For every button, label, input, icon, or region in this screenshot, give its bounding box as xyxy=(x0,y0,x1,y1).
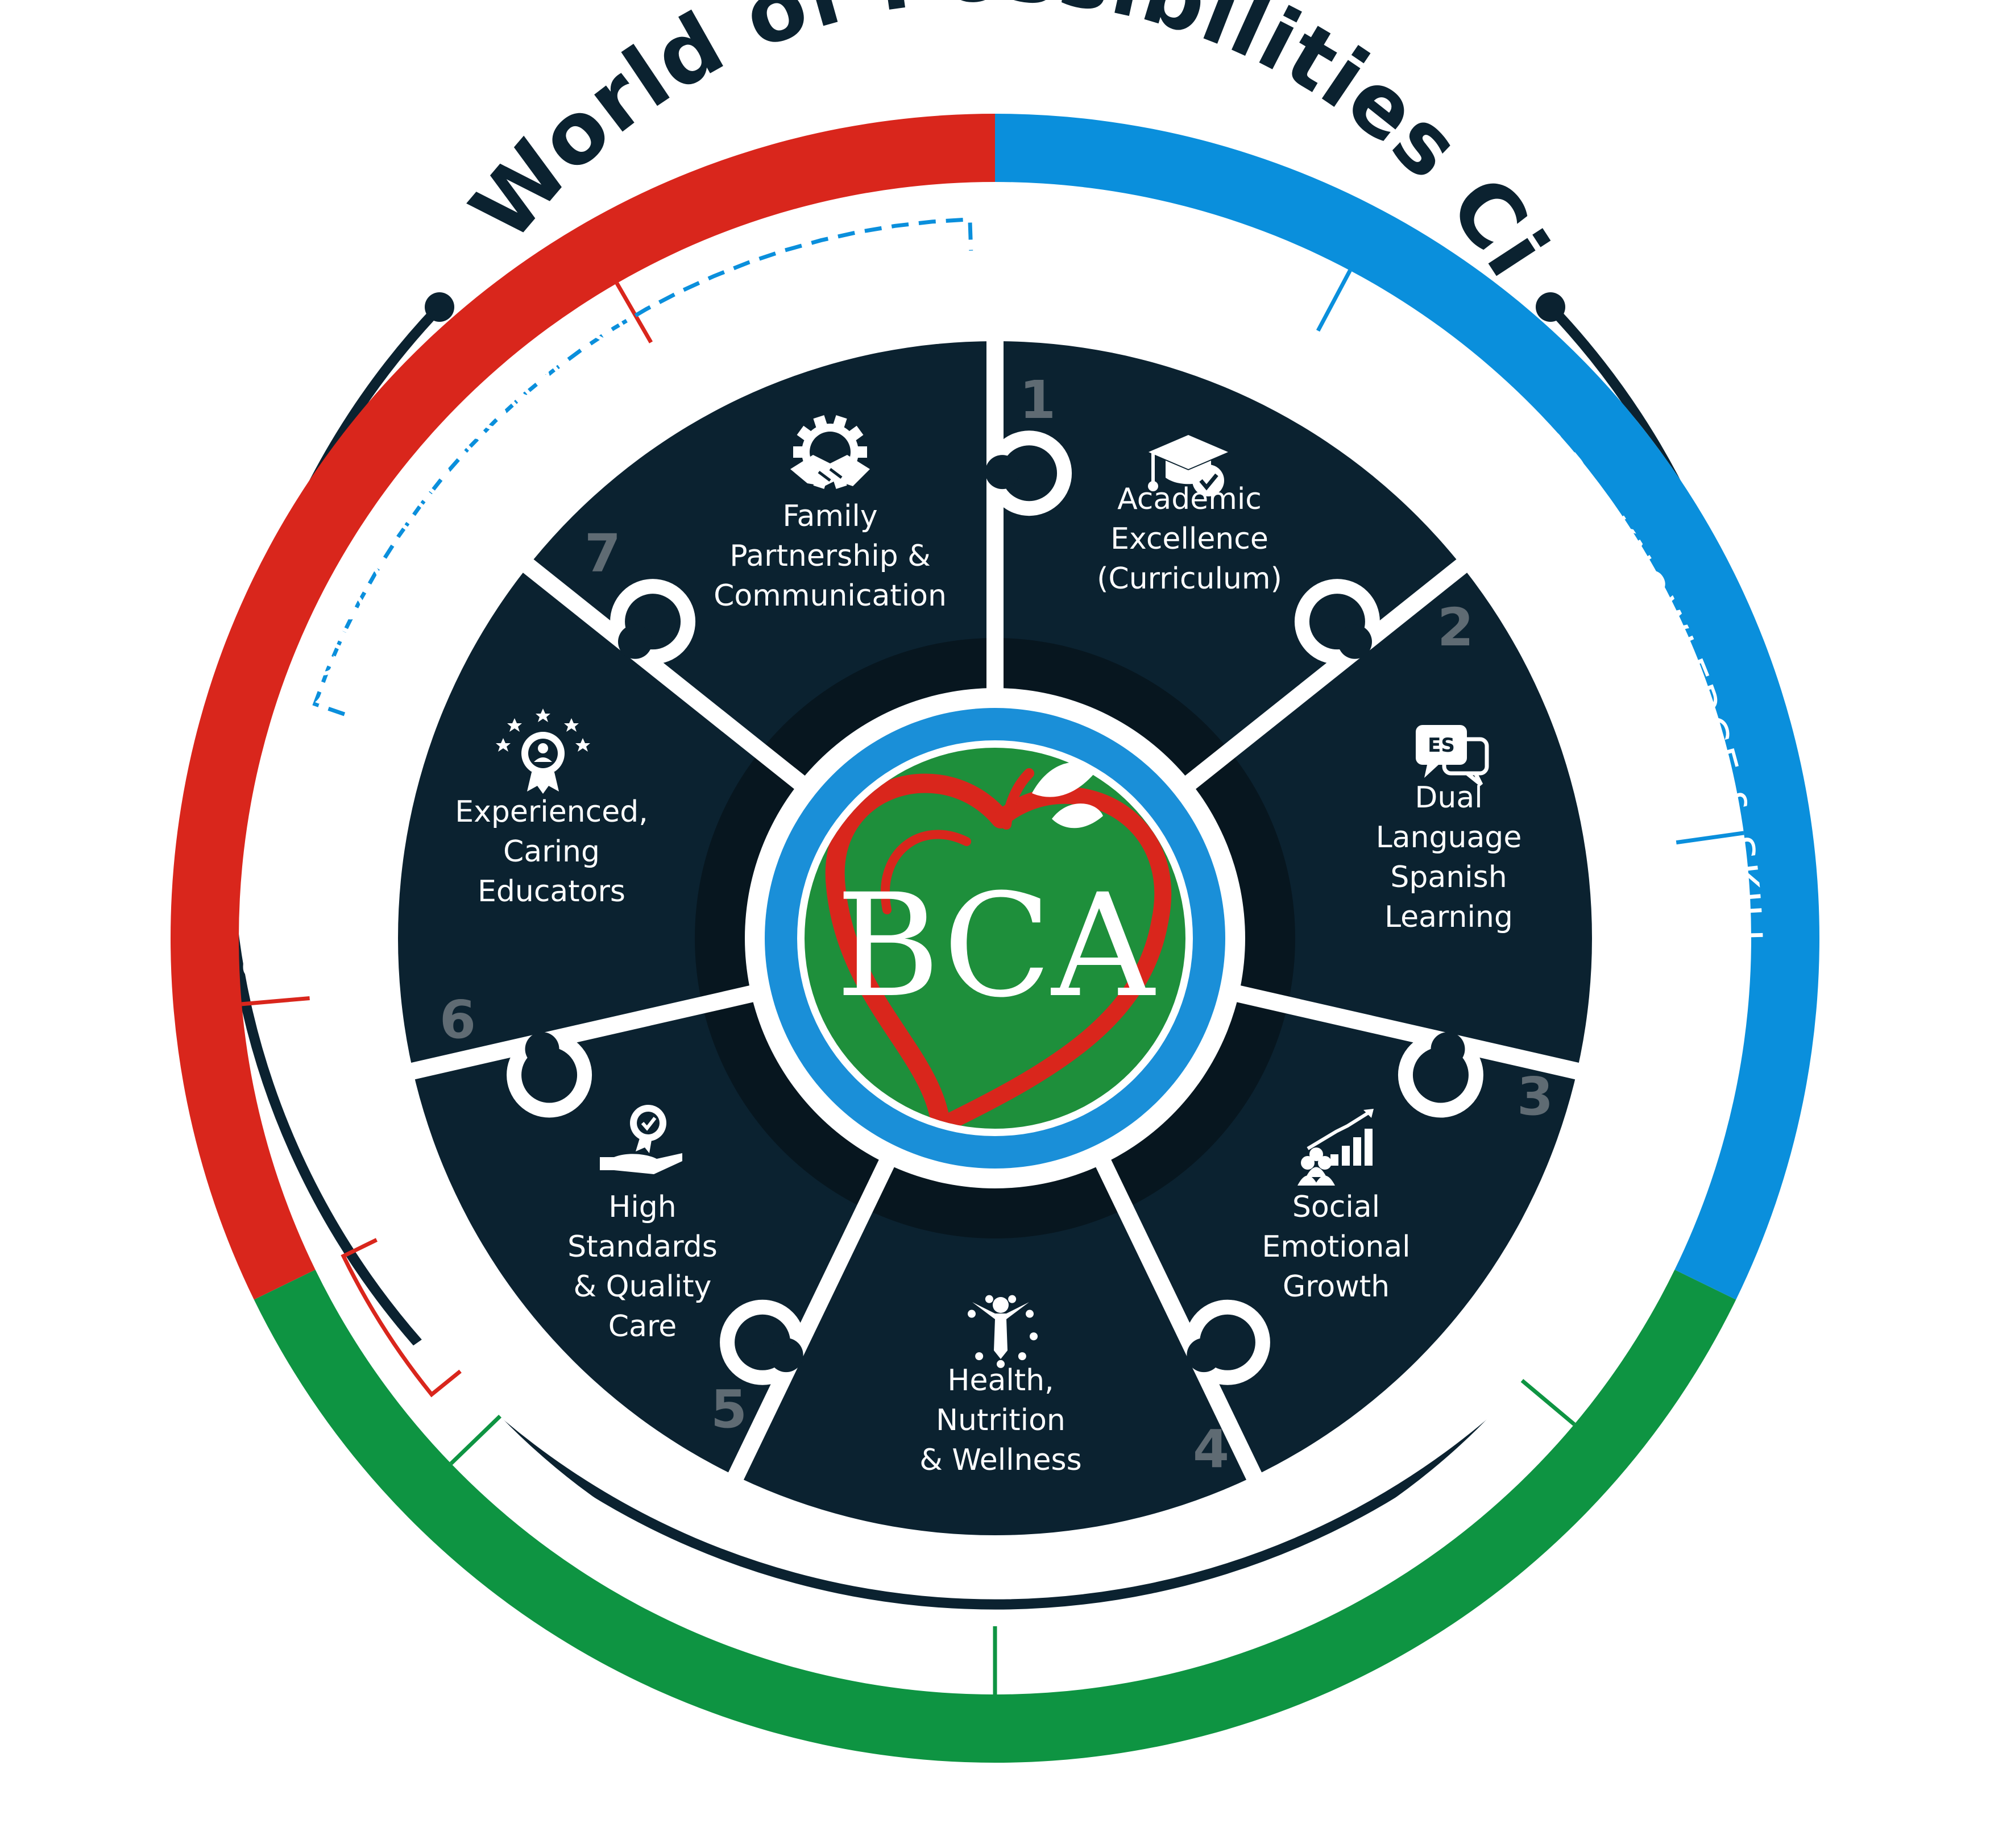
puzzle-dividers xyxy=(390,318,1600,1498)
segment-label-line: Spanish xyxy=(1390,860,1507,894)
educator-medal-icon xyxy=(496,708,590,794)
apple-heart-icon-inner xyxy=(880,830,971,914)
handshake-gear-icon xyxy=(790,415,870,489)
segment-label-line: Language xyxy=(1376,821,1522,855)
outer-ring-left-dot xyxy=(425,292,454,322)
segment-label-line: & Wellness xyxy=(919,1443,1081,1477)
segment-label-line: Health, xyxy=(947,1364,1054,1398)
puzzle-divider xyxy=(1178,548,1482,794)
apple-leaf-icon-small xyxy=(1052,803,1103,828)
segment-label-line: Academic xyxy=(1117,482,1262,516)
apple-leaf-icon xyxy=(1032,762,1094,797)
segment-number: 2 xyxy=(1437,597,1474,658)
puzzle-knob-neck xyxy=(769,1338,803,1373)
band-connector-tick xyxy=(1676,831,1744,845)
band-connector-tick xyxy=(449,1415,502,1465)
puzzle-knob-neck xyxy=(985,455,1019,490)
logo-text: BCA xyxy=(836,863,1156,1029)
band-connector-tick xyxy=(615,282,653,343)
band-connectors xyxy=(241,217,1744,1694)
segment-label-line: Care xyxy=(608,1310,677,1344)
blue-band xyxy=(995,114,1819,1300)
puzzle-divider xyxy=(721,1150,898,1498)
puzzle-divider xyxy=(1092,1150,1269,1498)
puzzle-knob-neck xyxy=(525,1032,559,1067)
speech-bubble-text: ES xyxy=(1428,734,1455,757)
segment-label-line: (Curriculum) xyxy=(1097,562,1282,596)
apple-stem-icon xyxy=(1001,768,1034,830)
puzzle-knob-neck xyxy=(1187,1338,1221,1373)
outer-ring-right-dot xyxy=(1536,292,1565,322)
apple-heart-icon xyxy=(825,773,1010,1129)
graduation-cap-icon xyxy=(1148,435,1228,496)
segment-label-line: Educators xyxy=(478,875,625,909)
segment-label-line: Social xyxy=(1292,1190,1380,1224)
band-connector-tick xyxy=(241,996,310,1006)
puzzle-knob-neck xyxy=(1337,624,1372,659)
center-logo: BCA xyxy=(765,708,1225,1169)
segment-label-line: Communication xyxy=(714,579,947,613)
wellness-person-icon xyxy=(967,1295,1038,1368)
category-bands xyxy=(170,113,1820,1763)
hand-award-icon xyxy=(600,1105,682,1174)
segment-number: 5 xyxy=(711,1379,747,1440)
segment-label-line: High xyxy=(608,1190,677,1224)
segment-number: 6 xyxy=(440,989,476,1050)
segment-label-line: Family xyxy=(782,499,877,533)
segment-label-line: & Quality xyxy=(574,1270,712,1304)
puzzle-divider xyxy=(1225,984,1600,1083)
segment-number: 7 xyxy=(584,523,621,584)
puzzle-knob-neck xyxy=(1431,1032,1465,1067)
segment-label-line: Standards xyxy=(567,1230,718,1264)
band-connector-tick xyxy=(1520,1379,1576,1426)
segment-label-line: Caring xyxy=(503,835,600,869)
band-connector-tick xyxy=(1316,270,1352,332)
apple-heart-icon-right xyxy=(932,786,1172,1129)
dashed-bracket xyxy=(312,217,973,716)
red-bracket xyxy=(341,1238,462,1398)
segment-label-line: Experienced, xyxy=(455,795,648,829)
puzzle-knob-neck xyxy=(618,624,653,659)
segment-label-line: Excellence xyxy=(1110,522,1268,556)
green-band xyxy=(254,1270,1736,1763)
logo-apple-heart xyxy=(825,773,1172,1129)
segment-number: 3 xyxy=(1517,1066,1553,1127)
segment-label-line: Partnership & xyxy=(729,539,931,573)
red-band xyxy=(170,114,995,1300)
speech-bubbles-icon: ES xyxy=(1416,725,1489,786)
segment-label-line: Growth xyxy=(1283,1270,1390,1304)
growth-chart-people-icon xyxy=(1297,1109,1374,1186)
segment-label-line: Emotional xyxy=(1262,1230,1410,1264)
segment-number: 4 xyxy=(1193,1419,1229,1480)
segment-4: Health, Nutrition & Wellness 4 xyxy=(919,1295,1229,1480)
segment-number: 1 xyxy=(1019,370,1056,430)
puzzle-divider xyxy=(508,548,812,794)
segment-label-line: Nutrition xyxy=(936,1403,1066,1437)
segment-label-line: Learning xyxy=(1384,900,1513,934)
puzzle-divider xyxy=(390,984,765,1083)
segment-label-line: Dual xyxy=(1415,781,1482,815)
